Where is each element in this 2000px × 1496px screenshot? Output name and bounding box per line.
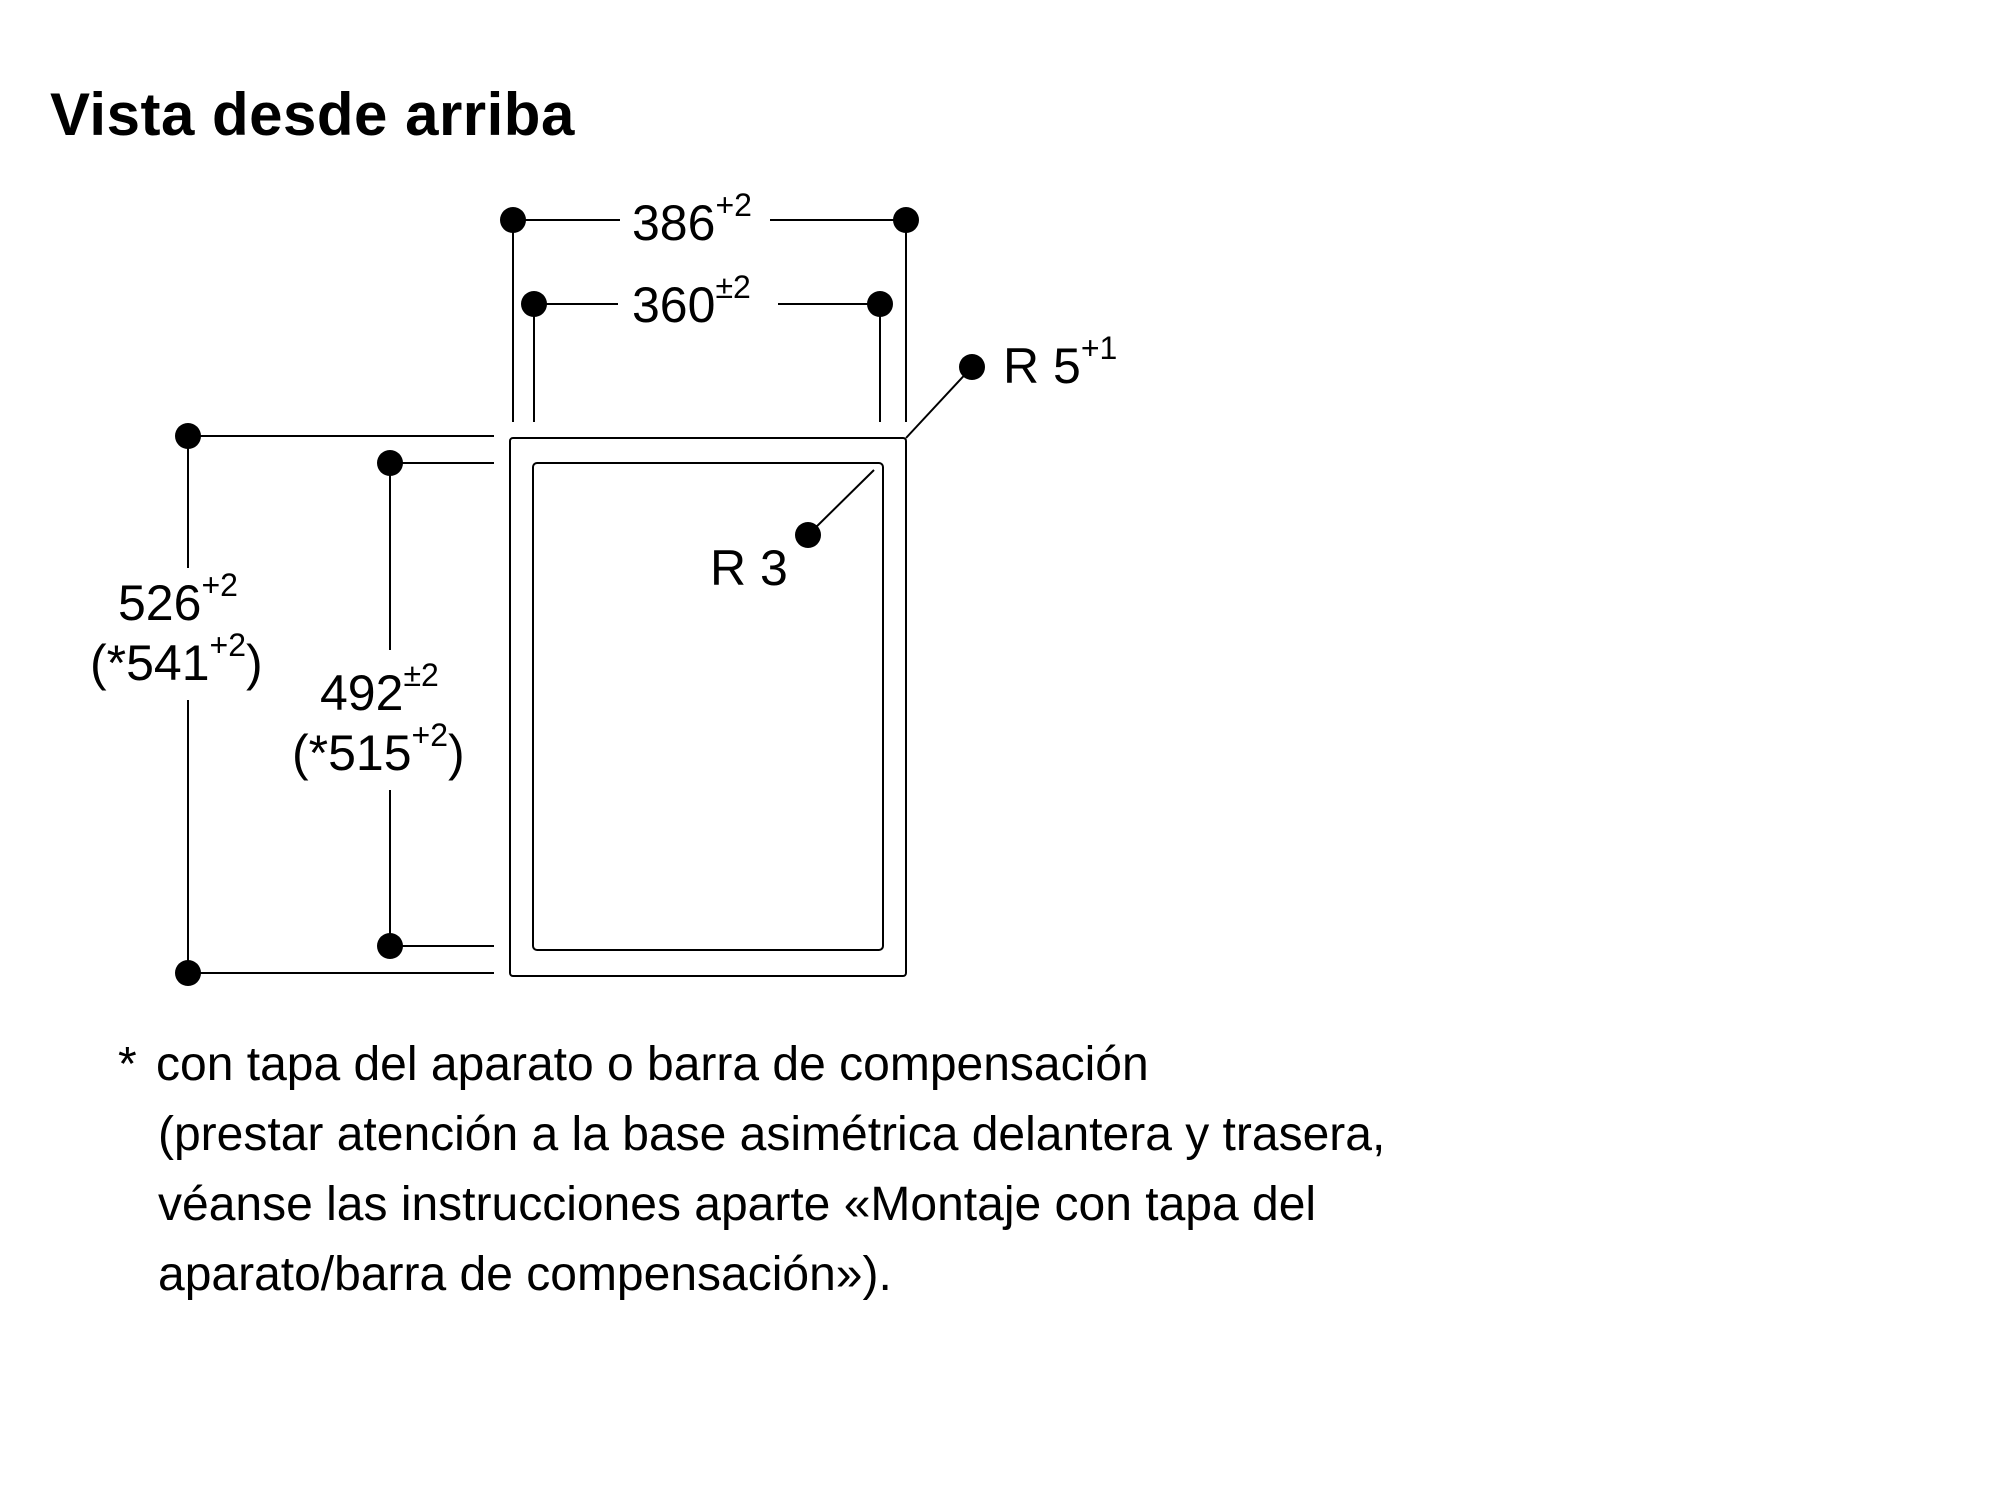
footnote-asterisk: *	[118, 1038, 137, 1091]
footnote: *con tapa del aparato o barra de compens…	[118, 1030, 1718, 1310]
radius-outer-label: R 5+1	[1003, 330, 1117, 394]
depth-outer-label: 526+2	[118, 567, 238, 631]
footnote-line: aparato/barra de compensación»).	[158, 1248, 892, 1301]
radius-inner-label: R 3	[710, 540, 788, 596]
outer-cutout-outline	[509, 437, 907, 977]
dimension-dot	[521, 291, 547, 317]
radius-leader-line	[807, 469, 875, 536]
width-outer-label: 386+2	[632, 187, 752, 251]
page-title: Vista desde arriba	[50, 81, 575, 148]
inner-cutout-outline	[532, 462, 884, 951]
dimension-dot	[175, 960, 201, 986]
footnote-line: (prestar atención a la base asimétrica d…	[158, 1108, 1386, 1161]
footnote-line: véanse las instrucciones aparte «Montaje…	[158, 1178, 1317, 1231]
dimension-dot	[500, 207, 526, 233]
dimension-dot	[867, 291, 893, 317]
depth-outer-alt-label: (*541+2)	[90, 627, 263, 691]
radius-leader-line	[905, 366, 973, 439]
dimension-dot	[377, 450, 403, 476]
depth-inner-label: 492±2	[320, 657, 439, 721]
dimension-dot	[377, 933, 403, 959]
dimension-dot	[795, 522, 821, 548]
width-inner-label: 360±2	[632, 269, 751, 333]
dimension-dot	[175, 423, 201, 449]
dimension-dot	[959, 354, 985, 380]
depth-inner-alt-label: (*515+2)	[292, 717, 465, 781]
footnote-line: *con tapa del aparato o barra de compens…	[118, 1030, 1718, 1100]
dimension-dot	[893, 207, 919, 233]
